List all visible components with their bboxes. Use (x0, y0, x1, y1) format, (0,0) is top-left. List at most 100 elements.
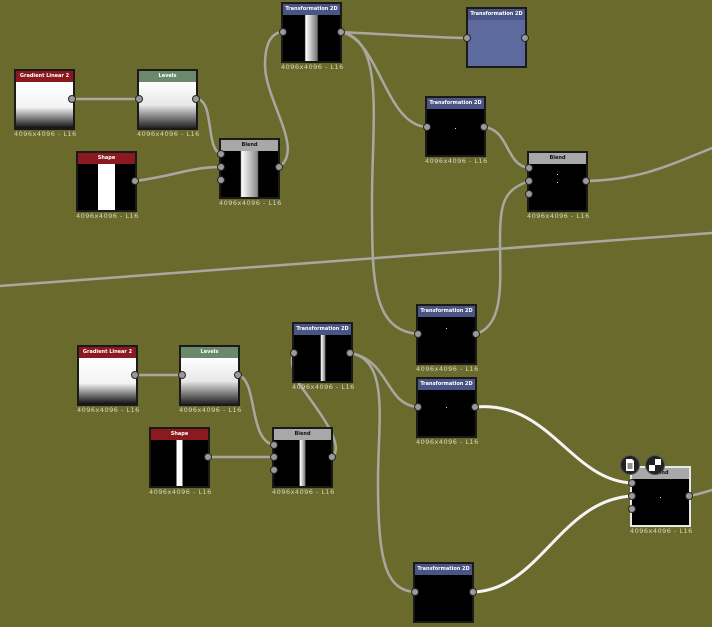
output-port[interactable] (469, 588, 477, 596)
node-levels[interactable]: Levels (179, 345, 240, 406)
wire (348, 351, 417, 594)
node-thumbnail (427, 109, 484, 155)
node-blend[interactable]: Blend (219, 138, 280, 199)
input-port[interactable] (525, 190, 533, 198)
node-title: Transformation 2D (283, 4, 340, 15)
node-title: Shape (78, 153, 135, 164)
node-transformation-2d[interactable]: Transformation 2D (413, 562, 474, 623)
node-transformation-2d[interactable]: Transformation 2D (425, 96, 486, 157)
node-gradient-linear[interactable]: Gradient Linear 2 (77, 345, 138, 406)
node-transformation-2d[interactable]: Transformation 2D (281, 2, 342, 63)
input-port[interactable] (525, 164, 533, 172)
input-port[interactable] (628, 505, 636, 513)
node-caption: 4096x4096 - L16 (425, 157, 488, 165)
node-title: Shape (151, 429, 208, 440)
node-transformation-2d[interactable]: Transformation 2D (416, 304, 477, 365)
node-transformation-2d-selected[interactable]: Transformation 2D (466, 7, 527, 68)
wire (133, 165, 223, 183)
node-blend[interactable]: Blend (272, 427, 333, 488)
node-levels[interactable]: Levels (137, 69, 198, 130)
node-caption: 4096x4096 - L16 (149, 488, 212, 496)
node-caption: 4096x4096 - L16 (77, 406, 140, 414)
output-port[interactable] (685, 492, 693, 500)
output-port[interactable] (521, 34, 529, 42)
wire-active (471, 494, 634, 594)
node-caption: 4096x4096 - L16 (630, 527, 693, 535)
preview-dot (455, 128, 456, 129)
input-port[interactable] (411, 588, 419, 596)
input-port[interactable] (270, 441, 278, 449)
output-port[interactable] (480, 123, 488, 131)
node-thumbnail (418, 317, 475, 363)
input-port[interactable] (463, 34, 471, 42)
input-port[interactable] (217, 150, 225, 158)
node-thumbnail (415, 575, 472, 621)
input-port[interactable] (270, 466, 278, 474)
output-port[interactable] (471, 403, 479, 411)
input-port[interactable] (628, 479, 636, 487)
node-title: Gradient Linear 2 (79, 347, 136, 358)
node-title: Transformation 2D (418, 306, 475, 317)
node-shape[interactable]: Shape (76, 151, 137, 212)
node-caption: 4096x4096 - L16 (416, 365, 479, 373)
document-icon[interactable] (620, 455, 640, 475)
node-caption: 4096x4096 - L16 (219, 199, 282, 207)
output-port[interactable] (275, 163, 283, 171)
output-port[interactable] (472, 330, 480, 338)
wire (339, 30, 429, 129)
input-port[interactable] (414, 330, 422, 338)
output-port[interactable] (192, 95, 200, 103)
input-port[interactable] (217, 163, 225, 171)
input-port[interactable] (135, 95, 143, 103)
input-port[interactable] (414, 403, 422, 411)
output-port[interactable] (68, 95, 76, 103)
output-port[interactable] (346, 349, 354, 357)
wire (0, 231, 712, 288)
input-port[interactable] (423, 123, 431, 131)
input-port[interactable] (290, 349, 298, 357)
wire-active (473, 405, 634, 485)
preview-dot (660, 497, 661, 498)
node-thumbnail (139, 82, 196, 128)
output-port[interactable] (582, 177, 590, 185)
wire (339, 30, 420, 336)
output-port[interactable] (204, 453, 212, 461)
wire (348, 351, 420, 409)
input-port[interactable] (270, 453, 278, 461)
output-port[interactable] (337, 28, 345, 36)
node-transformation-2d[interactable]: Transformation 2D (292, 322, 353, 383)
preview-dot (557, 182, 558, 183)
preview-dot (557, 174, 558, 175)
node-caption: 4096x4096 - L16 (76, 212, 139, 220)
preview-dot (446, 328, 447, 329)
checker-icon[interactable] (645, 455, 665, 475)
input-port[interactable] (178, 371, 186, 379)
wire (236, 373, 276, 447)
node-shape[interactable]: Shape (149, 427, 210, 488)
node-thumbnail (78, 164, 135, 210)
output-port[interactable] (328, 453, 336, 461)
node-thumbnail (274, 440, 331, 486)
node-thumbnail (221, 151, 278, 197)
wire (482, 125, 531, 170)
node-title: Blend (221, 140, 278, 151)
node-thumbnail (418, 390, 475, 436)
input-port[interactable] (279, 28, 287, 36)
input-port[interactable] (525, 177, 533, 185)
input-port[interactable] (217, 176, 225, 184)
wire (194, 97, 223, 156)
node-gradient-linear[interactable]: Gradient Linear 2 (14, 69, 75, 130)
wire (474, 179, 531, 336)
node-title: Blend (274, 429, 331, 440)
output-port[interactable] (234, 371, 242, 379)
output-port[interactable] (131, 177, 139, 185)
output-port[interactable] (131, 371, 139, 379)
node-thumbnail (181, 358, 238, 404)
node-title: Transformation 2D (427, 98, 484, 109)
input-port[interactable] (628, 492, 636, 500)
node-caption: 4096x4096 - L16 (281, 63, 344, 71)
wire (584, 146, 712, 183)
node-thumbnail (283, 15, 340, 61)
node-caption: 4096x4096 - L16 (527, 212, 590, 220)
